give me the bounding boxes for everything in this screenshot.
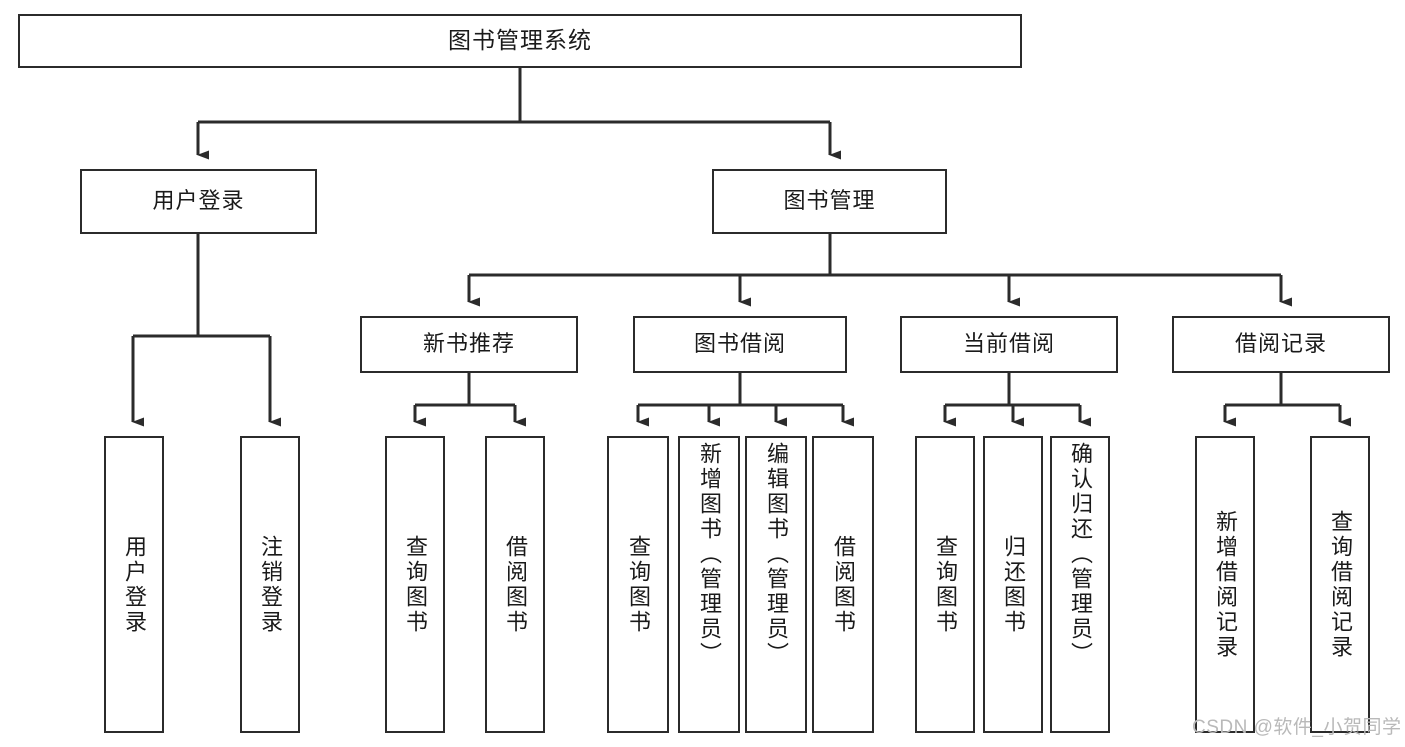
node-borrow-records-label: 借阅记录 [1234,331,1327,357]
watermark-text: CSDN @软件_小贺同学 [1192,717,1402,738]
node-current-borrow[interactable]: 当前借阅 [900,316,1118,373]
leaf-borrow-book-recommend-label: 借阅图书 [502,534,528,635]
leaf-query-book-current-inner: 查询图书 [932,442,958,727]
node-user-login[interactable]: 用户登录 [80,169,317,234]
node-book-management[interactable]: 图书管理 [712,169,947,234]
leaf-add-book-admin-inner: 新增图书（管理员） [696,442,722,727]
leaf-borrow-book-recommend[interactable]: 借阅图书 [485,436,545,733]
leaf-query-book-recommend[interactable]: 查询图书 [385,436,445,733]
node-user-login-label: 用户登录 [152,188,245,214]
leaf-borrow-book-label: 借阅图书 [830,534,856,635]
leaf-add-book-admin-label: 新增图书（管理员） [696,442,722,667]
leaf-edit-book-admin-label: 编辑图书（管理员） [763,442,789,667]
node-book-management-label: 图书管理 [783,188,876,214]
leaf-confirm-return-admin-inner: 确认归还（管理员） [1067,442,1093,727]
node-new-book-recommend[interactable]: 新书推荐 [360,316,578,373]
leaf-edit-book-admin-inner: 编辑图书（管理员） [763,442,789,727]
leaf-add-borrow-record[interactable]: 新增借阅记录 [1195,436,1255,733]
leaf-return-book-label: 归还图书 [1000,534,1026,635]
leaf-logout[interactable]: 注销登录 [240,436,300,733]
leaf-edit-book-admin[interactable]: 编辑图书（管理员） [745,436,807,733]
leaf-add-borrow-record-label: 新增借阅记录 [1212,509,1238,660]
node-book-borrow-label: 图书借阅 [693,331,786,357]
node-book-borrow[interactable]: 图书借阅 [633,316,847,373]
leaf-return-book[interactable]: 归还图书 [983,436,1043,733]
node-new-book-recommend-label: 新书推荐 [422,331,515,357]
leaf-logout-inner: 注销登录 [257,442,283,727]
leaf-confirm-return-admin[interactable]: 确认归还（管理员） [1050,436,1110,733]
node-current-borrow-label: 当前借阅 [962,331,1055,357]
watermark: CSDN @软件_小贺同学 [1192,712,1401,739]
leaf-user-login-inner: 用户登录 [121,442,147,727]
leaf-confirm-return-admin-label: 确认归还（管理员） [1067,442,1093,667]
leaf-query-borrow-record[interactable]: 查询借阅记录 [1310,436,1370,733]
leaf-user-login[interactable]: 用户登录 [104,436,164,733]
leaf-query-book-recommend-label: 查询图书 [402,534,428,635]
leaf-borrow-book[interactable]: 借阅图书 [812,436,874,733]
leaf-borrow-book-recommend-inner: 借阅图书 [502,442,528,727]
leaf-return-book-inner: 归还图书 [1000,442,1026,727]
leaf-query-book-current[interactable]: 查询图书 [915,436,975,733]
leaf-query-book-recommend-inner: 查询图书 [402,442,428,727]
leaf-add-book-admin[interactable]: 新增图书（管理员） [678,436,740,733]
leaf-query-borrow-record-inner: 查询借阅记录 [1327,442,1353,727]
leaf-query-book-borrow-inner: 查询图书 [625,442,651,727]
node-borrow-records[interactable]: 借阅记录 [1172,316,1390,373]
leaf-query-book-borrow-label: 查询图书 [625,534,651,635]
node-root[interactable]: 图书管理系统 [18,14,1022,68]
leaf-logout-label: 注销登录 [257,534,283,635]
leaf-query-borrow-record-label: 查询借阅记录 [1327,509,1353,660]
leaf-query-book-borrow[interactable]: 查询图书 [607,436,669,733]
leaf-query-book-current-label: 查询图书 [932,534,958,635]
leaf-borrow-book-inner: 借阅图书 [830,442,856,727]
leaf-user-login-label: 用户登录 [121,534,147,635]
node-root-label: 图书管理系统 [448,27,592,54]
leaf-add-borrow-record-inner: 新增借阅记录 [1212,442,1238,727]
